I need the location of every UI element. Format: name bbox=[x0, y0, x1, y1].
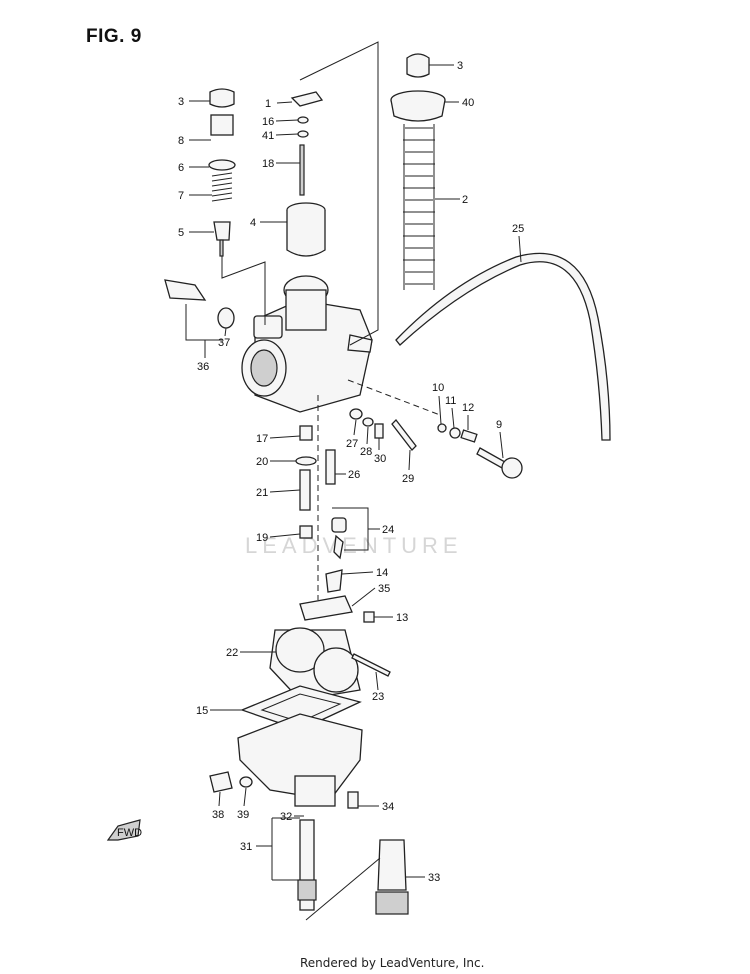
fuel-hose bbox=[395, 252, 611, 441]
callout-3a: 3 bbox=[178, 96, 184, 108]
callout-16: 16 bbox=[262, 116, 274, 128]
callout-28: 28 bbox=[360, 446, 372, 458]
top-cap-spring bbox=[390, 53, 446, 290]
callout-7: 7 bbox=[178, 190, 184, 202]
callout-30: 30 bbox=[374, 453, 386, 465]
callout-2: 2 bbox=[462, 194, 468, 206]
overflow-tube-33 bbox=[375, 839, 409, 915]
air-screw-parts bbox=[437, 423, 523, 479]
callout-27: 27 bbox=[346, 438, 358, 450]
callout-40: 40 bbox=[462, 97, 474, 109]
callout-36: 36 bbox=[197, 361, 209, 373]
drain-tube-31 bbox=[297, 819, 317, 911]
callout-5: 5 bbox=[178, 227, 184, 239]
callout-37: 37 bbox=[218, 337, 230, 349]
figure-title: FIG. 9 bbox=[86, 26, 142, 47]
callout-39: 39 bbox=[237, 809, 249, 821]
callout-25: 25 bbox=[512, 223, 524, 235]
callout-24: 24 bbox=[382, 524, 394, 536]
callout-21: 21 bbox=[256, 487, 268, 499]
float-bowl bbox=[209, 713, 363, 809]
callout-11: 11 bbox=[445, 395, 456, 407]
guide-line-bottom bbox=[305, 857, 381, 921]
callout-19: 19 bbox=[256, 532, 268, 544]
callout-34: 34 bbox=[382, 801, 394, 813]
guide-line-top bbox=[299, 41, 379, 346]
callout-29: 29 bbox=[402, 473, 414, 485]
callout-6: 6 bbox=[178, 162, 184, 174]
callout-20: 20 bbox=[256, 456, 268, 468]
float bbox=[269, 627, 391, 701]
idle-adjuster-36 bbox=[164, 279, 235, 329]
fwd-arrow-icon: FWD bbox=[106, 819, 142, 841]
callout-41: 41 bbox=[262, 130, 274, 142]
callout-35: 35 bbox=[378, 583, 390, 595]
callout-32: 32 bbox=[280, 811, 292, 823]
callout-10: 10 bbox=[432, 382, 444, 394]
callout-3b: 3 bbox=[457, 60, 463, 72]
callout-38: 38 bbox=[212, 809, 224, 821]
guide-line-needle bbox=[221, 256, 266, 325]
callout-23: 23 bbox=[372, 691, 384, 703]
callout-14: 14 bbox=[376, 567, 388, 579]
callout-22: 22 bbox=[226, 647, 238, 659]
callout-12: 12 bbox=[462, 402, 474, 414]
fwd-label: FWD bbox=[117, 827, 142, 839]
throttle-valve bbox=[286, 202, 326, 257]
callout-8: 8 bbox=[178, 135, 184, 147]
callout-13: 13 bbox=[396, 612, 408, 624]
callout-18: 18 bbox=[262, 158, 274, 170]
carburetor-body bbox=[241, 275, 373, 413]
callout-4: 4 bbox=[250, 217, 256, 229]
callout-26: 26 bbox=[348, 469, 360, 481]
guide-line-jets bbox=[347, 379, 441, 416]
needle-clip-assembly bbox=[290, 91, 324, 196]
callout-1: 1 bbox=[265, 98, 271, 110]
callout-9: 9 bbox=[496, 419, 502, 431]
callout-33: 33 bbox=[428, 872, 440, 884]
callout-31: 31 bbox=[240, 841, 252, 853]
callout-15: 15 bbox=[196, 705, 208, 717]
pilot-screw-stack bbox=[208, 88, 236, 257]
callout-17: 17 bbox=[256, 433, 268, 445]
float-arm bbox=[299, 569, 375, 623]
watermark: LEADVENTURE bbox=[245, 533, 463, 558]
jet-parts bbox=[295, 408, 417, 560]
footer-credit: Rendered by LeadVenture, Inc. bbox=[300, 956, 485, 970]
callouts: 1 2 3 3 4 5 6 7 8 9 10 11 12 13 14 15 16… bbox=[178, 60, 524, 884]
